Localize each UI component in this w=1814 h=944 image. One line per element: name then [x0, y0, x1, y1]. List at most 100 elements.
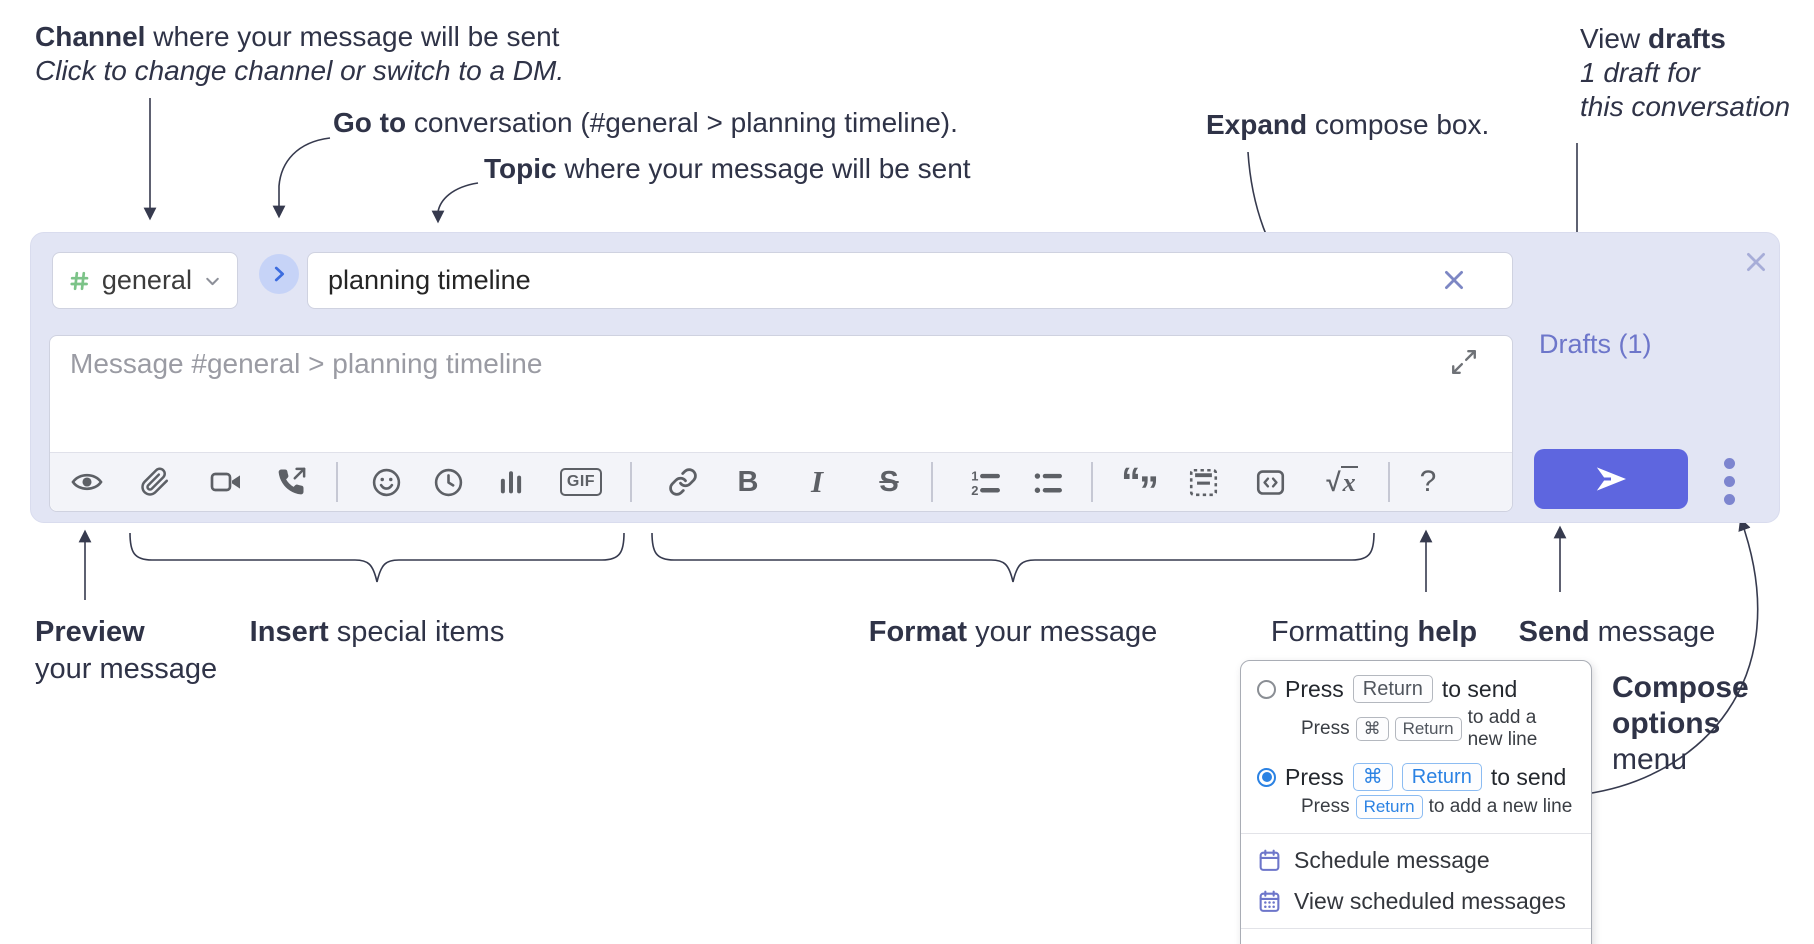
toolbar-divider [1388, 462, 1390, 502]
close-icon [1445, 271, 1463, 289]
expand-annotation-rest: compose box. [1307, 109, 1490, 140]
time-button[interactable] [425, 458, 471, 506]
gif-icon: GIF [559, 468, 603, 496]
kebab-dot [1723, 493, 1735, 505]
link-icon [669, 468, 697, 496]
topic-arrow [431, 182, 479, 224]
strikethrough-button[interactable]: S [866, 458, 912, 506]
clear-topic-button[interactable] [1439, 265, 1469, 295]
compose-options-line3: menu [1612, 743, 1688, 776]
code-button[interactable] [1247, 458, 1293, 506]
topic-input[interactable] [307, 252, 1513, 309]
emoji-button[interactable] [363, 458, 409, 506]
compose-options-popup: Press Return to send Press ⌘ Return to a… [1240, 660, 1592, 944]
spoiler-button[interactable] [1180, 458, 1226, 506]
preview-label-line2: your message [35, 653, 218, 685]
schedule-message-item[interactable]: Schedule message [1241, 840, 1591, 881]
goto-annotation-bold: Go to [333, 107, 407, 138]
channel-name: general [101, 265, 192, 295]
return-key: Return [1352, 675, 1433, 703]
expand-compose-button[interactable] [1450, 348, 1480, 378]
topic-annotation-bold: Topic [484, 153, 557, 184]
chevron-down-icon [206, 277, 219, 285]
toolbar-divider [1091, 462, 1093, 502]
channel-selector[interactable]: general [52, 252, 238, 309]
compose-options-menu-button[interactable] [1709, 455, 1749, 507]
enter-sends-option[interactable]: Press Return to send Press ⌘ Return to a… [1241, 671, 1591, 759]
return-key: Return [1355, 795, 1423, 819]
toolbar-divider [931, 462, 933, 502]
goto-arrow [272, 137, 331, 219]
bulleted-list-button[interactable] [1024, 458, 1070, 506]
to-newline-text: to add a new line [1428, 796, 1573, 817]
insert-brace [129, 532, 625, 583]
preview-icon [71, 473, 103, 491]
go-to-conversation-button[interactable] [259, 254, 299, 294]
video-call-icon [210, 472, 240, 492]
expand-annotation: Expand compose box. [1206, 108, 1489, 141]
view-drafts-annotation: View drafts [1580, 22, 1726, 55]
poll-icon [500, 471, 522, 494]
bold-button[interactable]: B [725, 458, 771, 506]
to-send-text: to send [1441, 675, 1518, 702]
italic-button[interactable]: I [794, 458, 840, 506]
kebab-dot [1723, 475, 1735, 487]
view-drafts-line2: 1 draft for [1580, 57, 1700, 88]
schedule-message-label: Schedule message [1294, 847, 1490, 873]
view-scheduled-messages-item[interactable]: View scheduled messages [1241, 881, 1591, 922]
gif-button[interactable]: GIF [558, 458, 604, 506]
preview-button[interactable] [64, 458, 110, 506]
goto-annotation-rest: conversation (#general > planning timeli… [406, 107, 958, 138]
math-button[interactable]: √x [1319, 458, 1365, 506]
quote-button[interactable]: “” [1116, 458, 1162, 511]
compose-toolbar: GIF B I S [50, 452, 1512, 511]
topic-annotation-rest: where your message will be sent [556, 153, 971, 184]
emoji-icon [372, 468, 400, 496]
return-key: Return [1394, 717, 1462, 741]
numbered-list-button[interactable]: 1 2 [962, 458, 1008, 506]
link-button[interactable] [660, 458, 706, 506]
press-text: Press [1301, 718, 1350, 739]
insert-label-bold: Insert [249, 616, 329, 648]
math-icon: √x [1326, 465, 1358, 497]
view-drafts-regular: View [1580, 23, 1648, 54]
svg-text:1: 1 [971, 468, 978, 483]
press-text: Press [1285, 763, 1344, 790]
compose-options-label: Compose options menu [1612, 670, 1749, 778]
close-compose-button[interactable] [1741, 247, 1771, 277]
toolbar-divider [630, 462, 632, 502]
cmd-enter-sends-option[interactable]: Press ⌘ Return to send Press Return to a… [1241, 759, 1591, 827]
video-call-button[interactable] [203, 458, 249, 506]
channel-annotation-line2: Click to change channel or switch to a D… [35, 55, 565, 86]
goto-annotation: Go to conversation (#general > planning … [333, 106, 958, 139]
send-icon [1596, 467, 1626, 491]
kebab-dot [1723, 457, 1735, 469]
channel-annotation: Channel where your message will be sent [35, 20, 559, 53]
drafts-link[interactable]: Drafts (1) [1539, 329, 1652, 359]
svg-text:2: 2 [971, 482, 978, 497]
save-draft-item[interactable]: Save draft and start a new message [1241, 935, 1591, 944]
bold-icon: B [737, 465, 759, 498]
calendar-grid-icon [1259, 890, 1280, 912]
compose-box: general [30, 232, 1780, 523]
send-button[interactable] [1534, 449, 1688, 509]
view-scheduled-label: View scheduled messages [1294, 888, 1566, 914]
poll-button[interactable] [488, 458, 534, 506]
view-drafts-bold: drafts [1647, 23, 1726, 54]
radio-selected[interactable] [1257, 767, 1276, 787]
formatting-help-regular: Formatting [1270, 616, 1418, 648]
radio-unselected[interactable] [1257, 679, 1276, 699]
close-icon [1747, 253, 1765, 271]
formatting-help-bold: help [1417, 616, 1478, 648]
formatting-help-button[interactable]: ? [1405, 458, 1451, 506]
numbered-list-icon: 1 2 [971, 468, 1000, 497]
to-newline-text: to add a new line [1467, 707, 1538, 750]
audio-call-button[interactable] [268, 458, 314, 506]
send-label-rest: message [1589, 616, 1716, 648]
time-icon [434, 468, 462, 496]
attach-button[interactable] [132, 458, 178, 506]
message-input[interactable] [50, 336, 1512, 451]
code-icon [1256, 469, 1284, 495]
format-brace [651, 532, 1375, 583]
